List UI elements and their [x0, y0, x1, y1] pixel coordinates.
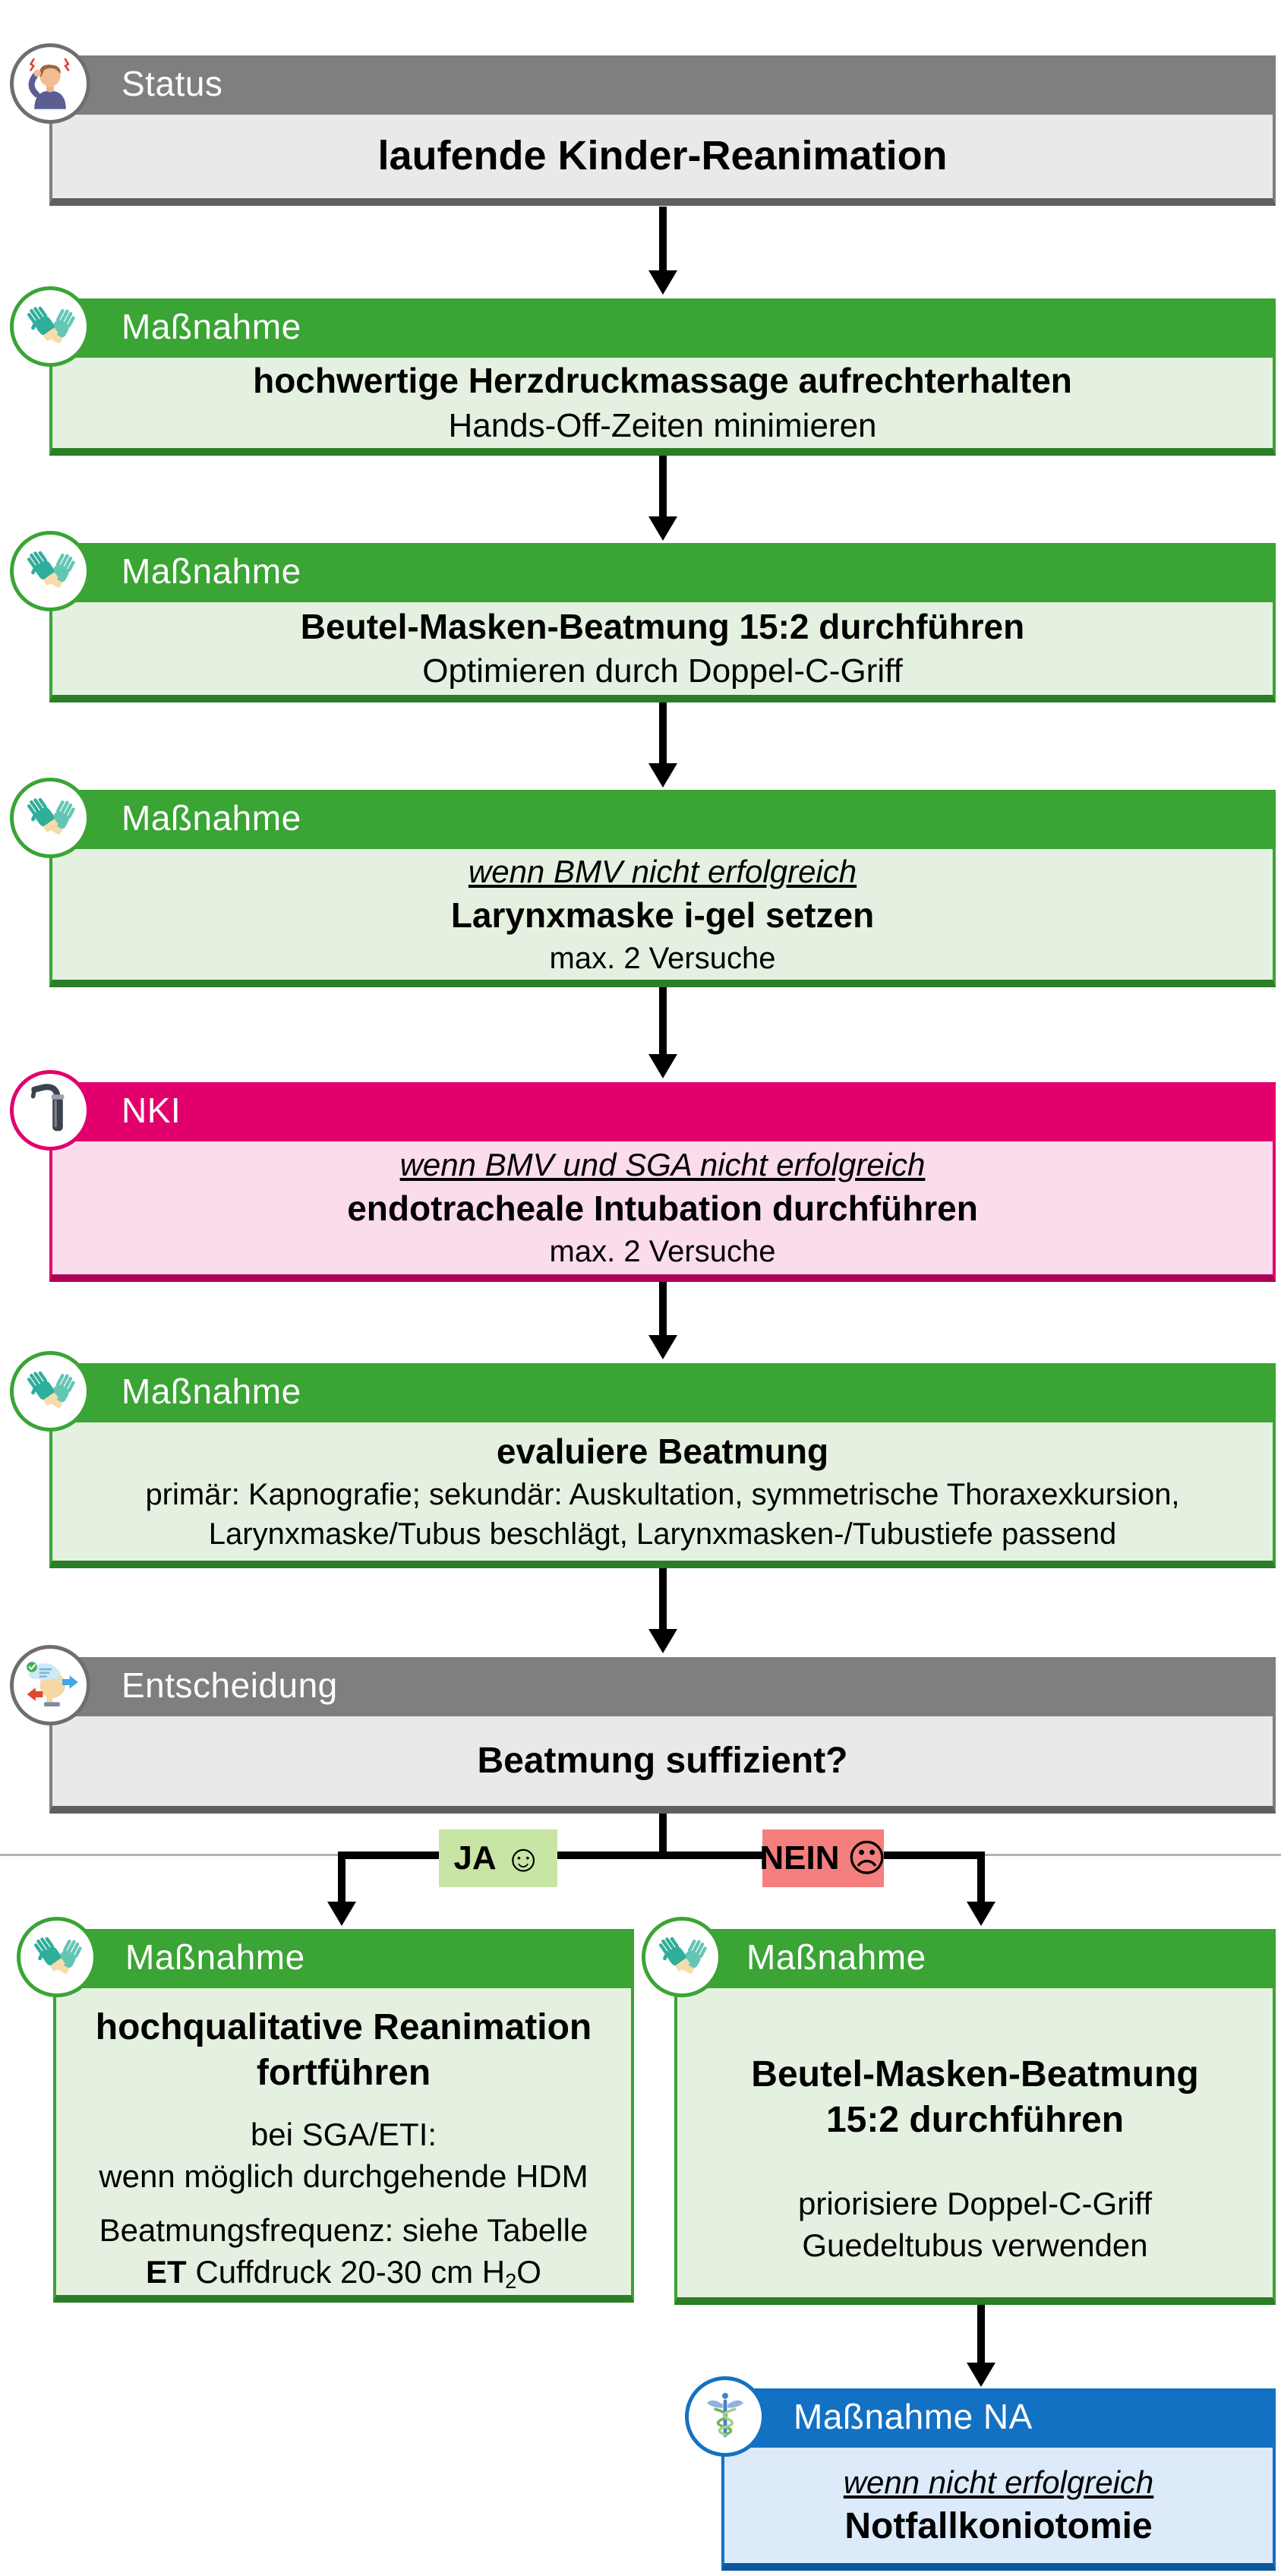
left-line-1: bei SGA/ETI:: [250, 2116, 437, 2152]
massnahme-1-bold-line: hochwertige Herzdruckmassage aufrechterh…: [253, 361, 1072, 401]
massnahme-na-header-label: Maßnahme NA: [794, 2397, 1033, 2436]
branch-yes-label: JA: [453, 1839, 497, 1877]
status-header: Status: [49, 55, 1276, 112]
massnahme-2-body: Beutel-Masken-Beatmung 15:2 durchführen …: [49, 599, 1276, 702]
entscheidung-header: Entscheidung: [49, 1657, 1276, 1713]
massnahme-left-header-label: Maßnahme: [125, 1937, 305, 1977]
massnahme-4-header: Maßnahme: [49, 1363, 1276, 1419]
massnahme-4-line-2: Larynxmaske/Tubus beschlägt, Larynxmaske…: [208, 1517, 1117, 1552]
gloves-icon: [10, 286, 90, 367]
status-header-label: Status: [121, 64, 223, 103]
arrow-down-3: [648, 702, 677, 788]
massnahme-3-header: Maßnahme: [49, 790, 1276, 846]
massnahme-left-body: hochqualitative Reanimation fortführen b…: [53, 1985, 634, 2303]
nki-condition: wenn BMV und SGA nicht erfolgreich: [399, 1147, 926, 1183]
arrow-yes-branch: [327, 1852, 356, 1926]
left-line-3: Beatmungsfrequenz: siehe Tabelle: [99, 2211, 588, 2248]
branch-stub-line: [659, 1814, 667, 1859]
left-line-cuffdruck: ET Cuffdruck 20-30 cm H2O: [146, 2254, 541, 2293]
massnahme-2-header-label: Maßnahme: [121, 551, 301, 591]
laryngoscope-icon: [10, 1070, 90, 1151]
na-bold-line: Notfallkoniotomie: [844, 2505, 1153, 2546]
massnahme-na-body: wenn nicht erfolgreich Notfallkoniotomie: [721, 2445, 1276, 2571]
massnahme-3-condition: wenn BMV nicht erfolgreich: [468, 853, 857, 889]
branch-no-chip: NEIN ☹: [759, 1829, 887, 1887]
nki-body: wenn BMV und SGA nicht erfolgreich endot…: [49, 1138, 1276, 1282]
gloves-icon: [642, 1917, 722, 1997]
right-line-1: priorisiere Doppel-C-Griff: [797, 2186, 1153, 2221]
left-bold-line-2: fortführen: [256, 2053, 431, 2093]
left-line-2: wenn möglich durchgehende HDM: [99, 2158, 588, 2195]
massnahme-1-body: hochwertige Herzdruckmassage aufrechterh…: [49, 355, 1276, 456]
nki-line: max. 2 Versuche: [549, 1235, 776, 1269]
arrow-down-to-na: [967, 2305, 995, 2387]
nki-header: NKI: [49, 1082, 1276, 1138]
arrow-down-5: [648, 1282, 677, 1359]
status-title: laufende Kinder-Reanimation: [377, 133, 948, 179]
massnahme-right-body: Beutel-Masken-Beatmung 15:2 durchführen …: [674, 1985, 1276, 2305]
gloves-icon: [10, 1351, 90, 1432]
arrow-no-branch: [967, 1852, 995, 1926]
right-bold-line-2: 15:2 durchführen: [825, 2100, 1125, 2140]
entscheidung-body: Beatmung suffizient?: [49, 1713, 1276, 1814]
massnahme-4-line-1: primär: Kapnografie; sekundär: Auskultat…: [145, 1477, 1180, 1511]
massnahme-2-header: Maßnahme: [49, 543, 1276, 599]
massnahme-3-bold-line: Larynxmaske i-gel setzen: [450, 895, 875, 935]
nki-bold-line: endotracheale Intubation durchführen: [347, 1189, 978, 1229]
left-bold-line-1: hochqualitative Reanimation: [95, 2007, 592, 2047]
arrow-down-2: [648, 456, 677, 541]
massnahme-1-line: Hands-Off-Zeiten minimieren: [448, 406, 877, 444]
massnahme-3-header-label: Maßnahme: [121, 798, 301, 838]
massnahme-na-header: Maßnahme NA: [721, 2388, 1276, 2445]
gloves-icon: [17, 1917, 97, 1997]
gloves-icon: [10, 778, 90, 858]
massnahme-3-body: wenn BMV nicht erfolgreich Larynxmaske i…: [49, 846, 1276, 987]
massnahme-right-header-label: Maßnahme: [746, 1937, 926, 1977]
entscheidung-header-label: Entscheidung: [121, 1665, 338, 1705]
right-line-2: Guedeltubus verwenden: [802, 2227, 1148, 2264]
massnahme-3-line: max. 2 Versuche: [549, 941, 776, 975]
arrow-down-6: [648, 1568, 677, 1653]
headache-person-icon: [10, 43, 90, 124]
massnahme-1-header: Maßnahme: [49, 298, 1276, 355]
branch-horizontal-line: [338, 1852, 985, 1859]
massnahme-2-line: Optimieren durch Doppel-C-Griff: [422, 652, 903, 690]
right-bold-line-1: Beutel-Masken-Beatmung: [751, 2054, 1199, 2095]
massnahme-right-header: Maßnahme: [674, 1929, 1276, 1985]
massnahme-4-body: evaluiere Beatmung primär: Kapnografie; …: [49, 1419, 1276, 1568]
branch-no-label: NEIN: [759, 1839, 840, 1877]
massnahme-4-header-label: Maßnahme: [121, 1372, 301, 1411]
massnahme-4-bold-line: evaluiere Beatmung: [496, 1431, 829, 1471]
smiley-happy-icon: ☺: [503, 1837, 543, 1880]
gloves-icon: [10, 531, 90, 611]
massnahme-1-header-label: Maßnahme: [121, 307, 301, 346]
caduceus-icon: [685, 2376, 765, 2457]
status-body: laufende Kinder-Reanimation: [49, 112, 1276, 206]
massnahme-left-header: Maßnahme: [53, 1929, 634, 1985]
decision-head-icon: [10, 1645, 90, 1725]
nki-header-label: NKI: [121, 1091, 181, 1130]
na-condition: wenn nicht erfolgreich: [843, 2464, 1154, 2501]
entscheidung-question: Beatmung suffizient?: [477, 1741, 848, 1781]
arrow-down-4: [648, 987, 677, 1078]
smiley-sad-icon: ☹: [847, 1837, 887, 1880]
arrow-down-1: [648, 207, 677, 295]
branch-yes-chip: JA ☺: [439, 1829, 557, 1887]
massnahme-2-bold-line: Beutel-Masken-Beatmung 15:2 durchführen: [300, 606, 1025, 646]
